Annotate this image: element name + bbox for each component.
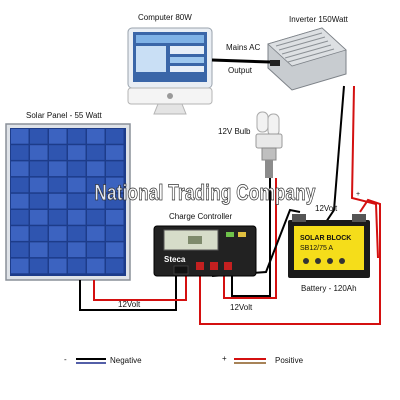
solar-cell	[49, 129, 67, 144]
solar-cell	[106, 210, 124, 225]
solar-cell	[11, 161, 29, 177]
solar-cell	[68, 242, 86, 258]
solar-cell	[49, 177, 67, 193]
solar-cell	[106, 193, 124, 209]
battery-image: SOLAR BLOCK SB12/75 A	[288, 214, 370, 278]
solar-cell	[30, 177, 48, 193]
solar-cell	[68, 258, 86, 274]
solar-cell	[49, 226, 67, 241]
apple-logo-icon	[167, 93, 173, 99]
mains-ac-label: Mains AC	[226, 43, 261, 52]
solar-cell	[68, 129, 86, 144]
wire-panel-positive	[93, 276, 187, 301]
wire-inverter-positive	[350, 85, 379, 259]
solar-cell	[106, 226, 124, 241]
wire-battery-positive	[199, 198, 381, 325]
battery-minus-label: -	[288, 196, 291, 203]
solar-cell	[30, 210, 48, 225]
solar-cell	[87, 177, 105, 193]
solar-cell	[30, 226, 48, 241]
charge-controller-label: Charge Controller	[169, 212, 233, 221]
legend-negative-symbol: -	[64, 355, 67, 364]
solar-cell	[87, 210, 105, 225]
battery-plus-label: +	[356, 191, 361, 198]
solar-cell	[30, 258, 48, 274]
solar-cell	[11, 129, 29, 144]
solar-cell	[106, 258, 124, 274]
solar-cell	[49, 242, 67, 258]
solar-cell	[87, 242, 105, 258]
solar-cell	[30, 145, 48, 160]
solar-cell	[49, 258, 67, 274]
solar-cell	[11, 258, 29, 274]
solar-cell	[68, 161, 86, 177]
solar-cell	[87, 258, 105, 274]
solar-cell	[106, 161, 124, 177]
solar-cell	[106, 145, 124, 160]
solar-cell	[68, 145, 86, 160]
legend-positive-label: Positive	[275, 356, 304, 365]
bulb-image	[255, 111, 283, 178]
ac-cable	[211, 58, 271, 64]
inverter-image	[267, 27, 347, 91]
battery-label: Battery - 120Ah	[301, 284, 357, 293]
solar-cell	[106, 177, 124, 193]
solar-cell	[11, 242, 29, 258]
battery-brand: SOLAR BLOCK	[300, 235, 351, 242]
watermark-text: National Trading Company	[94, 180, 316, 206]
solar-cell	[68, 177, 86, 193]
solar-cell	[68, 226, 86, 241]
solar-cell	[49, 145, 67, 160]
wire-bulb-positive	[223, 178, 277, 299]
volt-label-panel: 12Volt	[118, 300, 141, 309]
wire-panel-negative	[79, 276, 177, 311]
wire-inverter-negative	[325, 85, 345, 223]
solar-cell	[11, 226, 29, 241]
solar-cell	[49, 193, 67, 209]
solar-cell	[30, 129, 48, 144]
bulb-label: 12V Bulb	[218, 127, 251, 136]
output-label: Output	[228, 66, 253, 75]
solar-cell	[11, 145, 29, 160]
solar-cell	[11, 193, 29, 209]
charge-controller-image: Steca	[153, 225, 257, 277]
solar-cell	[49, 210, 67, 225]
solar-cell	[87, 129, 105, 144]
solar-cell	[68, 210, 86, 225]
computer-image	[127, 27, 213, 115]
solar-panel-label: Solar Panel - 55 Watt	[26, 111, 102, 120]
solar-cell	[30, 161, 48, 177]
inverter-label: Inverter 150Watt	[289, 15, 348, 24]
solar-cell	[30, 242, 48, 258]
solar-cell	[87, 161, 105, 177]
controller-brand: Steca	[164, 255, 186, 264]
solar-cell	[49, 161, 67, 177]
computer-label: Computer 80W	[138, 13, 192, 22]
solar-cell	[87, 145, 105, 160]
legend	[76, 358, 266, 364]
volt-label-top: 12Volt	[315, 204, 338, 213]
solar-cell	[11, 177, 29, 193]
solar-cell	[87, 226, 105, 241]
solar-cell	[106, 242, 124, 258]
volt-label-battery: 12Volt	[230, 303, 253, 312]
wire-bulb-negative	[231, 178, 271, 297]
legend-positive-symbol: +	[222, 354, 227, 363]
solar-panel-image	[5, 123, 131, 281]
solar-cell	[30, 193, 48, 209]
solar-cell	[87, 193, 105, 209]
solar-cell	[106, 129, 124, 144]
legend-negative-label: Negative	[110, 356, 142, 365]
battery-model: SB12/75 A	[300, 245, 333, 252]
solar-cell	[11, 210, 29, 225]
solar-cell	[68, 193, 86, 209]
